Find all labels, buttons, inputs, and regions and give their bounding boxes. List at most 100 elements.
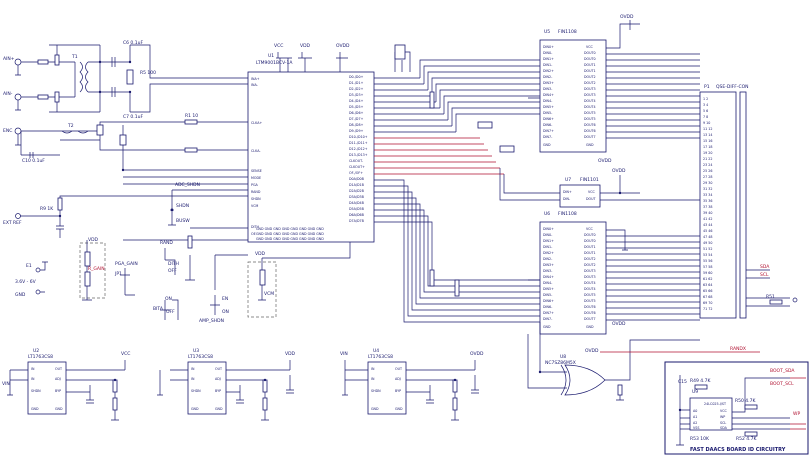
svg-text:DIN0+: DIN0+	[543, 227, 554, 231]
svg-text:53 54: 53 54	[703, 253, 712, 257]
supply-label: 3.6V - 6V	[15, 279, 37, 285]
svg-text:BYP: BYP	[215, 389, 221, 393]
svg-text:45 46: 45 46	[703, 229, 712, 233]
svg-text:A2: A2	[693, 421, 697, 425]
svg-text:D10-/D10+: D10-/D10+	[349, 135, 368, 139]
svg-text:DIN3+: DIN3+	[543, 81, 554, 85]
svg-text:D4A/D4B: D4A/D4B	[349, 201, 365, 205]
svg-text:DIN5+: DIN5+	[543, 287, 554, 291]
svg-text:IN: IN	[31, 367, 35, 371]
svg-text:DIN1+: DIN1+	[543, 239, 554, 243]
svg-text:D0-/D0+: D0-/D0+	[349, 75, 364, 79]
c10-label: C10 0.1uF	[22, 158, 45, 164]
svg-text:DIN1-: DIN1-	[543, 245, 553, 249]
svg-text:DOUT5: DOUT5	[584, 293, 596, 297]
output-bus: OVDD	[528, 14, 700, 321]
r-gain-label: R_GAIN	[88, 266, 105, 272]
svg-text:DIN3-: DIN3-	[543, 269, 553, 273]
svg-text:DIN6+: DIN6+	[543, 299, 554, 303]
svg-text:D2A/D2B: D2A/D2B	[349, 189, 365, 193]
svg-text:29 30: 29 30	[703, 181, 712, 185]
p1-ref: P1	[704, 84, 710, 90]
svg-text:33 34: 33 34	[703, 193, 712, 197]
u1-part: LTM9001BCV-1A	[256, 60, 293, 66]
svg-text:47 48: 47 48	[703, 235, 712, 239]
svg-text:DOUT2: DOUT2	[584, 257, 596, 261]
u8-part: NC7SZ86M5X	[545, 360, 576, 366]
vdd-label-1: VDD	[88, 237, 99, 243]
busw-label: BUSW	[176, 218, 190, 224]
svg-text:D0A/D0B: D0A/D0B	[349, 177, 365, 181]
u4-ovdd: OVDD	[470, 351, 484, 357]
u7-part: FIN1101	[580, 177, 599, 183]
svg-text:25 26: 25 26	[703, 169, 712, 173]
u2-ref: U2	[33, 348, 39, 354]
svg-text:GND GND GND GND GND GND GND GN: GND GND GND GND GND GND GND GND	[256, 232, 324, 236]
svg-text:DIN2+: DIN2+	[543, 69, 554, 73]
svg-text:CLKA-: CLKA-	[251, 149, 261, 153]
svg-text:63 64: 63 64	[703, 283, 712, 287]
svg-text:RAND: RAND	[251, 190, 261, 194]
u5-left-pins: DIN0+DIN0- DIN1+DIN1- DIN2+DIN2- DIN3+DI…	[543, 45, 554, 147]
pga-gain-label: PGA_GAIN	[115, 261, 138, 267]
u5-part: FIN1108	[558, 29, 577, 35]
u1-ref: U1	[268, 53, 274, 59]
svg-text:A1: A1	[693, 415, 697, 419]
svg-text:D6A/D6B: D6A/D6B	[349, 213, 365, 217]
svg-text:23 24: 23 24	[703, 163, 712, 167]
svg-text:CLKOUT-: CLKOUT-	[349, 159, 364, 163]
r53-label: R53 10K	[690, 436, 710, 442]
dith-label: DITH	[168, 261, 179, 267]
svg-text:3 4: 3 4	[703, 103, 708, 107]
svg-text:39 40: 39 40	[703, 211, 712, 215]
ext-ref-connector-icon	[15, 213, 21, 219]
svg-text:61 62: 61 62	[703, 277, 712, 281]
t1-label: T1	[71, 54, 78, 60]
off-label: OFF	[168, 268, 177, 274]
svg-text:ADJ: ADJ	[395, 377, 401, 381]
amp-shdn-label: AMP_SHDN	[199, 318, 224, 324]
svg-text:DIN+: DIN+	[563, 190, 572, 194]
svg-text:17 18: 17 18	[703, 145, 712, 149]
junction-dots	[58, 60, 682, 412]
svg-text:69 70: 69 70	[703, 301, 712, 305]
svg-text:D9-/D9+: D9-/D9+	[349, 129, 364, 133]
svg-text:9 10: 9 10	[703, 121, 710, 125]
svg-text:ADJ: ADJ	[215, 377, 221, 381]
svg-text:DOUT0: DOUT0	[584, 51, 596, 55]
on-label: ON	[165, 296, 172, 302]
svg-text:VCC: VCC	[720, 409, 728, 413]
u3-ref: U3	[193, 348, 199, 354]
svg-text:DIN1+: DIN1+	[543, 57, 554, 61]
r50-label: R50 4.7K	[735, 398, 756, 404]
svg-text:GND: GND	[215, 407, 223, 411]
r5-label: R5 100	[140, 70, 156, 76]
svg-text:DOUT0: DOUT0	[584, 57, 596, 61]
svg-text:SHDN: SHDN	[31, 389, 41, 393]
svg-text:DIN4+: DIN4+	[543, 93, 554, 97]
svg-text:DOUT4: DOUT4	[584, 281, 596, 285]
svg-text:GND GND GND GND GND GND GND GN: GND GND GND GND GND GND GND GND	[256, 227, 324, 231]
t2-label: T2	[67, 123, 74, 129]
svg-text:DOUT6: DOUT6	[584, 305, 596, 309]
c6-label: C6 0.1uF	[123, 40, 143, 46]
enc-label: ENC	[3, 128, 12, 134]
u4-ref: U4	[373, 348, 379, 354]
sda-right-label: SDA	[760, 264, 770, 270]
svg-text:IN: IN	[371, 367, 375, 371]
vcc-top-label: VCC	[274, 43, 283, 49]
svg-text:VCC: VCC	[586, 45, 594, 49]
svg-text:DOUT6: DOUT6	[584, 129, 596, 133]
u6-part: FIN1108	[558, 211, 577, 217]
svg-text:BYP: BYP	[55, 389, 61, 393]
svg-text:13 14: 13 14	[703, 133, 712, 137]
off-label-2: OFF	[166, 309, 175, 315]
u4-part: LT1763CS8	[368, 354, 393, 360]
svg-text:DOUT2: DOUT2	[584, 75, 596, 79]
ain-pos-label: AIN+	[3, 56, 15, 62]
chip-u8: U8 NC7SZ86M5X OVDD RANDX	[527, 322, 760, 401]
ain-neg-label: AIN-	[3, 91, 13, 97]
